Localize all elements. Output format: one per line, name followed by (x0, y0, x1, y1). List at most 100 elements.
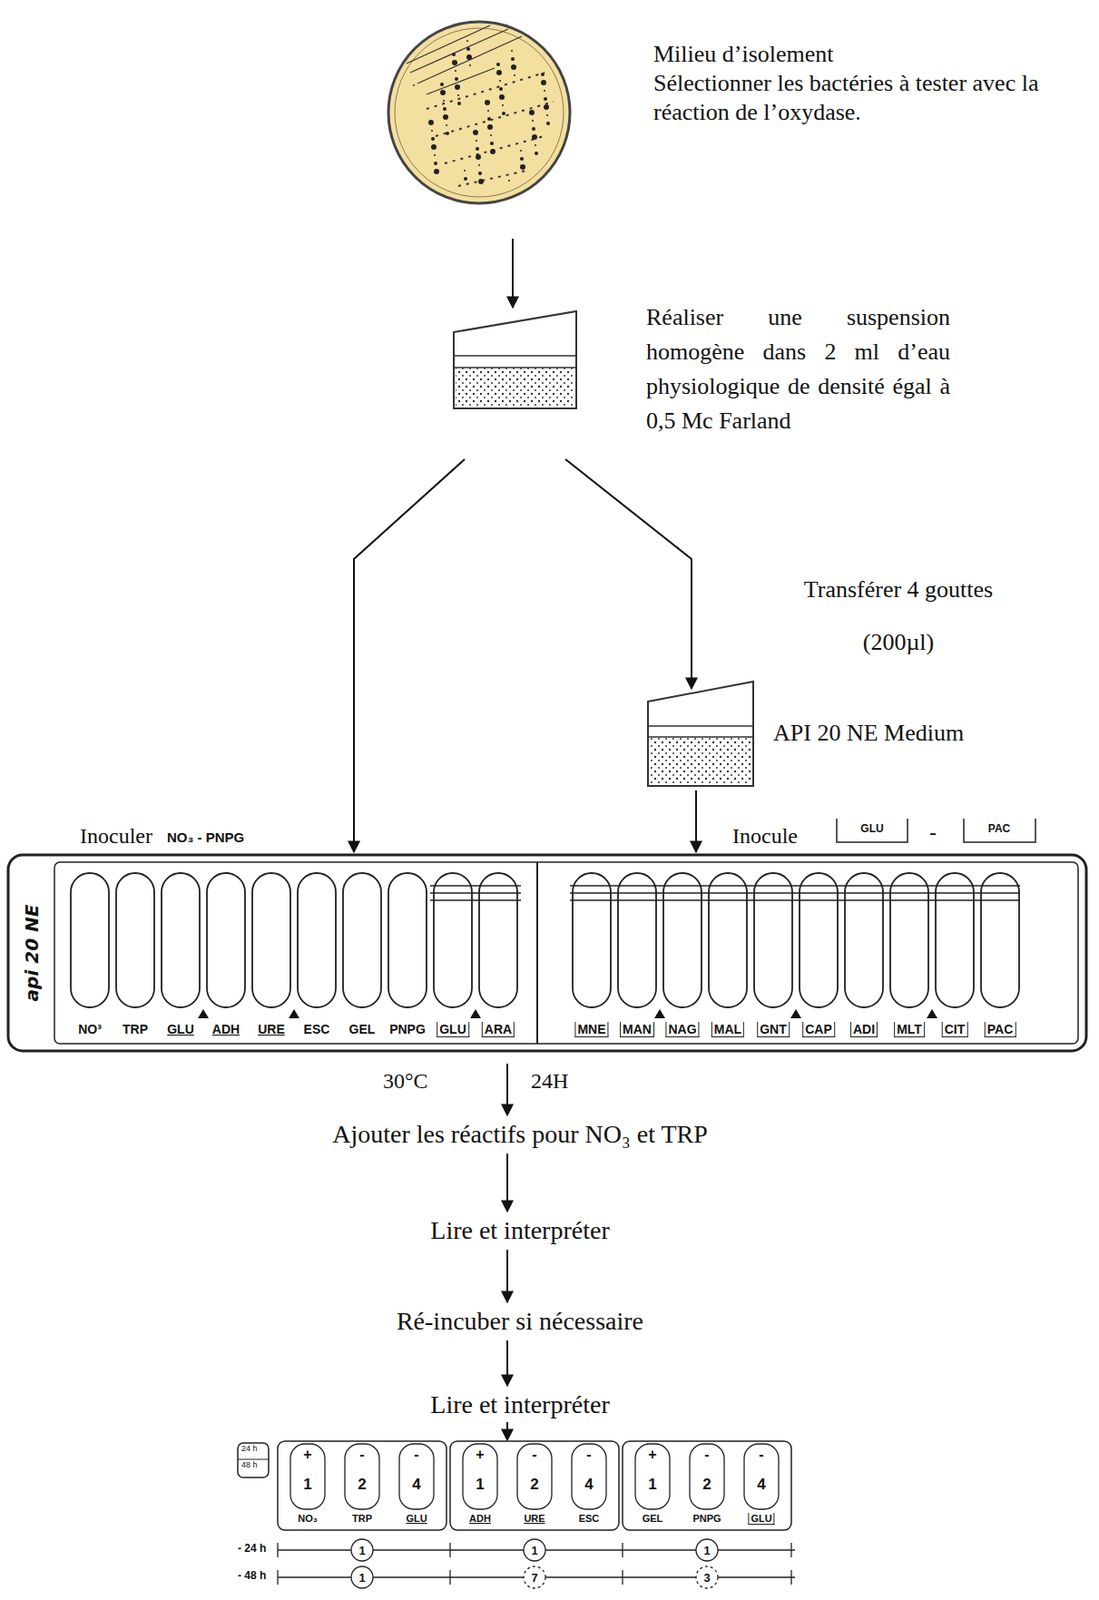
cupule (252, 873, 291, 1008)
node-text: 4 (584, 1475, 593, 1494)
colony (496, 62, 501, 67)
colony (546, 114, 549, 117)
colony (451, 52, 456, 57)
colony (475, 154, 481, 160)
result-cupule (290, 1443, 325, 1510)
time-cylinder (237, 1442, 269, 1478)
cupule (297, 873, 336, 1008)
result-cupule (635, 1443, 670, 1510)
cupules (70, 873, 1021, 1019)
node-text: GEL (349, 1021, 376, 1037)
colony (478, 171, 482, 176)
step-note: - (929, 820, 937, 845)
oil-line (569, 884, 1021, 887)
colony (454, 69, 457, 72)
step-note: 24H (530, 1069, 569, 1094)
colony (520, 164, 526, 170)
colony (466, 39, 469, 42)
colony (531, 134, 538, 140)
colony (496, 69, 502, 76)
result-sheet: 24 h48 h+1-2-4+1-2-4+1-2-4NO₃TRPGLUADHUR… (237, 1441, 797, 1590)
colony (520, 157, 524, 161)
colony (431, 137, 435, 141)
result-circle (696, 1566, 718, 1589)
api-strip: api 20 NENO³TRPGLUADHUREESCGELPNPGGLUARA… (8, 854, 1087, 1051)
node-text: URE (257, 1021, 285, 1037)
colony (501, 104, 504, 107)
colony (478, 178, 484, 185)
dish-rim (388, 21, 570, 204)
result-cupule (689, 1443, 725, 1510)
row-tick (790, 1570, 792, 1585)
node-text: api 20 NE (20, 904, 43, 1002)
process-step: Ajouter les réactifs pour NO₃ et TRP (326, 1117, 714, 1152)
step-text: Ajouter les réactifs pour NO₃ et TRP (332, 1118, 708, 1150)
tube-liquid (649, 736, 752, 785)
petri-dish (388, 21, 570, 204)
colony (531, 119, 534, 122)
colony (457, 94, 460, 97)
row-tick (621, 1542, 623, 1558)
colony (478, 164, 481, 167)
step-note: GLU (860, 822, 884, 835)
marker-triangle (288, 1009, 300, 1019)
node-text: NO₃ (297, 1512, 318, 1524)
api-strip (8, 854, 1087, 1051)
colony (546, 121, 550, 126)
cupule (388, 873, 427, 1008)
colony (490, 141, 494, 146)
result-circle (696, 1539, 718, 1561)
colony (501, 111, 506, 116)
flow-arrow (506, 1153, 509, 1212)
medium-tube: API 20 NE Medium (647, 681, 754, 786)
colony (529, 109, 535, 116)
node-text: GLU (436, 1021, 470, 1038)
step-text: Lire et interpréter (430, 1215, 609, 1247)
result-cupule (462, 1443, 498, 1510)
node-text: - 48 h (237, 1569, 266, 1582)
node-text: ADH (212, 1021, 240, 1037)
result-cupule (744, 1443, 779, 1510)
tube-liquid (455, 367, 575, 407)
colony (440, 89, 446, 96)
result-circle (351, 1566, 373, 1589)
node-text: PAC (984, 1021, 1017, 1038)
colony (543, 89, 546, 92)
result-sheet (237, 1441, 795, 1589)
result-cupule (344, 1443, 380, 1510)
strip-separator (536, 862, 539, 1044)
cupule (343, 873, 382, 1008)
oil-line (430, 899, 521, 902)
marker-triangle (197, 1009, 209, 1019)
node-text: 3 (703, 1570, 710, 1585)
colony (490, 148, 496, 155)
colony (431, 129, 433, 132)
colony (445, 124, 448, 127)
colony (433, 154, 436, 157)
colony (428, 119, 434, 126)
colony (466, 47, 471, 51)
tube-band (453, 355, 577, 368)
step-note: Inocule (732, 824, 798, 849)
node-text: - 24 h (237, 1541, 266, 1555)
colony (442, 107, 447, 111)
colony (543, 97, 548, 101)
colony (520, 149, 522, 152)
colony (466, 54, 472, 60)
node-text: - (704, 1446, 709, 1463)
tube-outline (453, 311, 577, 409)
node-text: PNPG (389, 1021, 426, 1037)
oil-line (569, 892, 1021, 894)
medium-tube (647, 681, 754, 786)
node-text: 24 h (241, 1443, 258, 1453)
result-circle (523, 1539, 546, 1561)
node-text: GEL (642, 1512, 664, 1524)
node-text: ADI (850, 1021, 878, 1038)
step-text: Lire et interpréter (430, 1389, 609, 1421)
time-divider (237, 1459, 269, 1461)
flow-arrow (565, 459, 692, 689)
colony (510, 64, 517, 70)
